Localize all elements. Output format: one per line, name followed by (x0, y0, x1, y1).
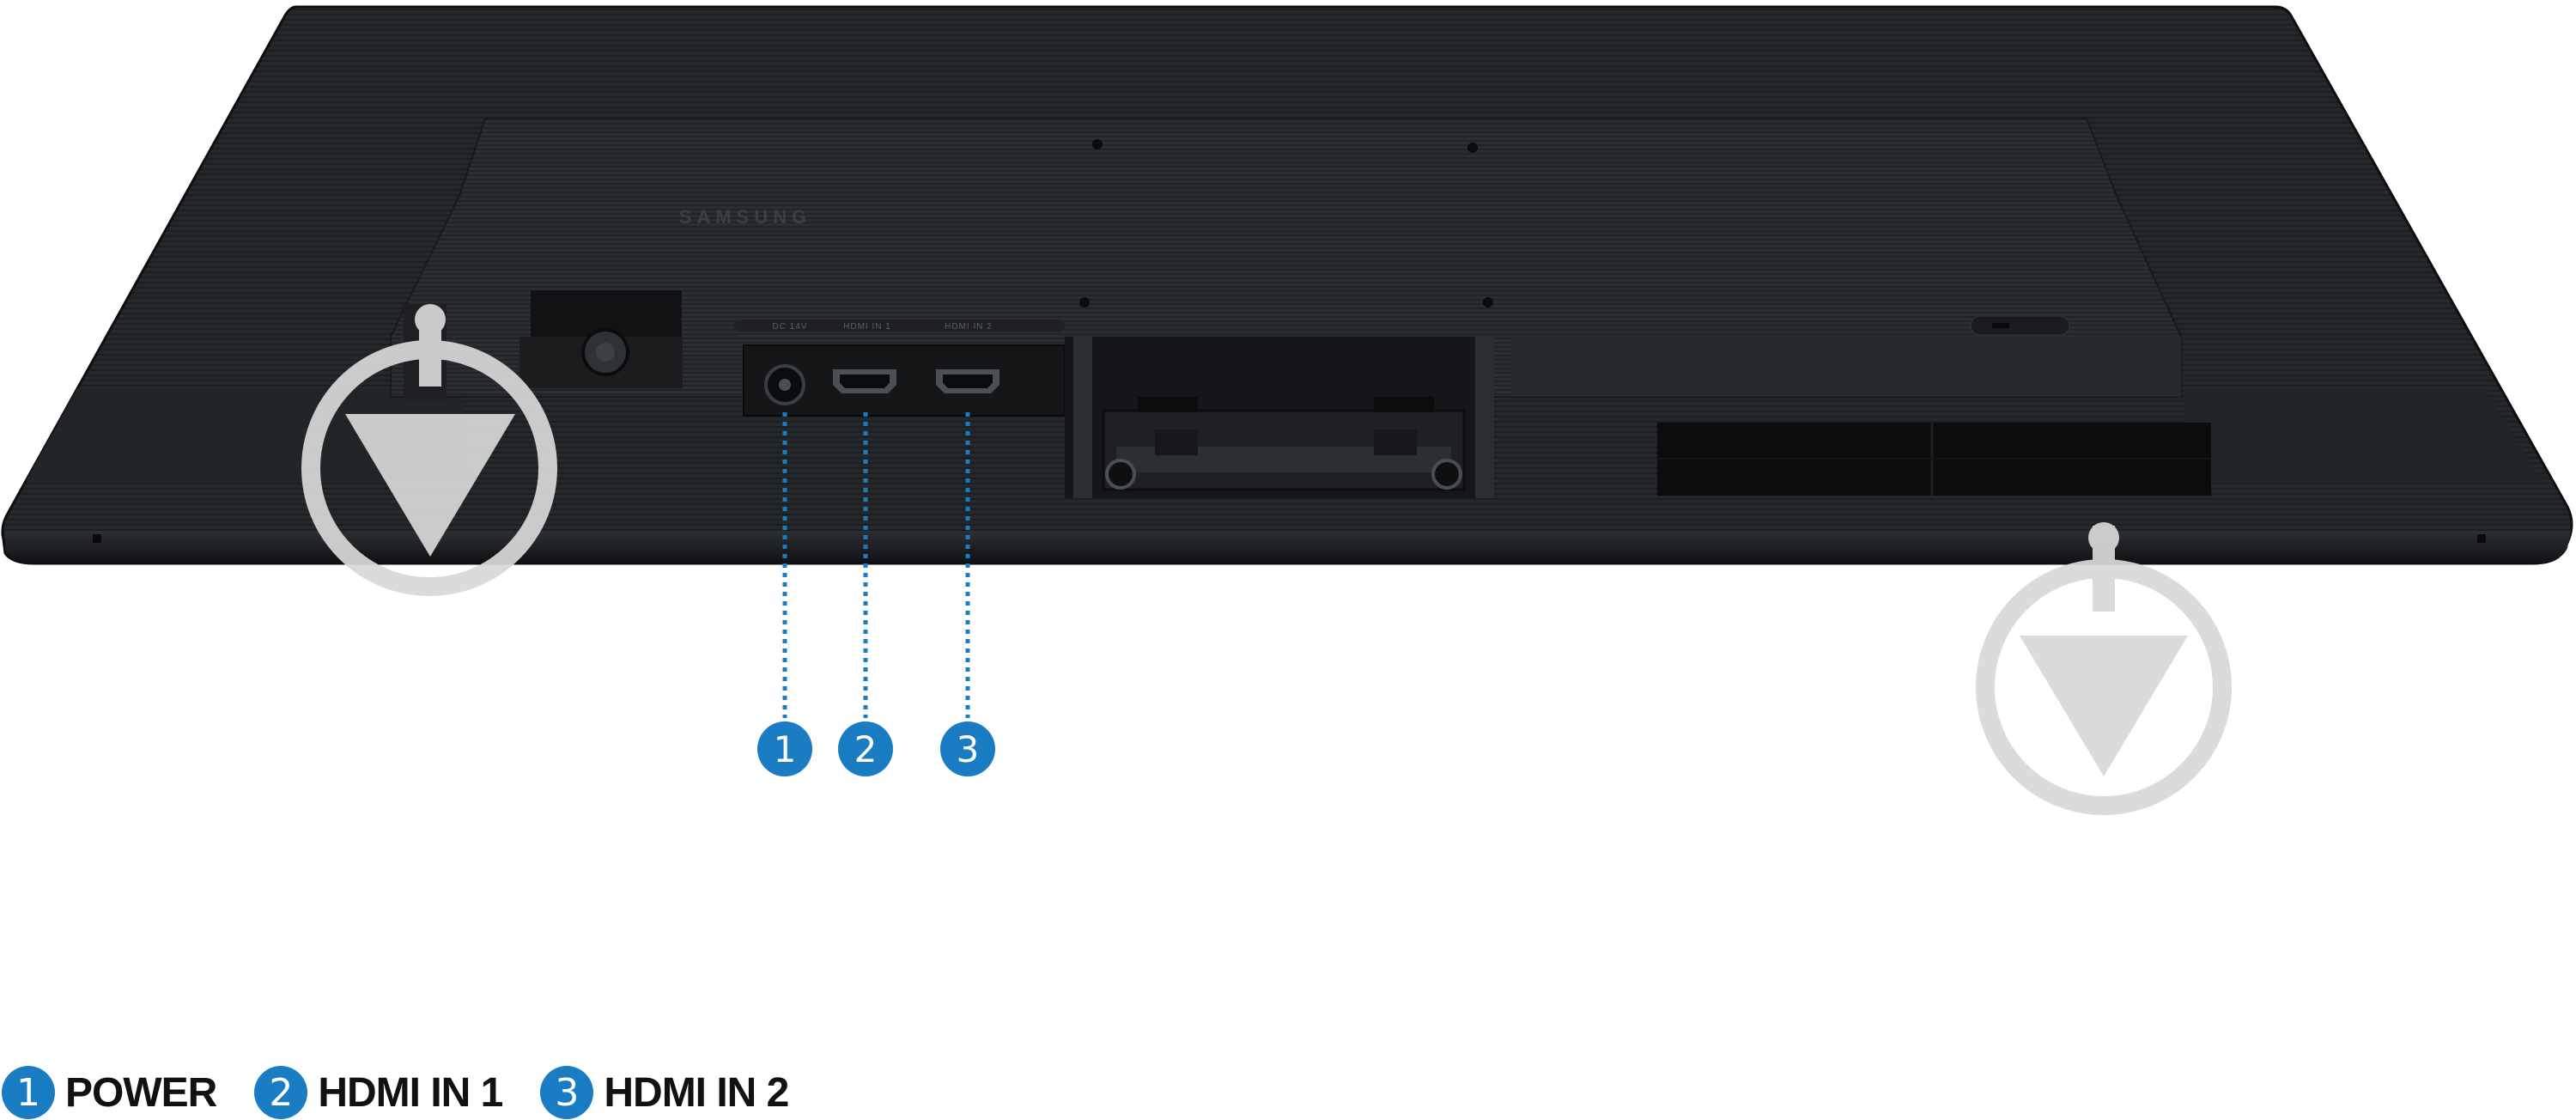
legend-item-hdmi-2: 3 HDMI IN 2 (540, 1066, 789, 1119)
port-legend: 1 POWER 2 HDMI IN 1 3 HDMI IN 2 (0, 1062, 826, 1120)
port-label-hdmi-1: HDMI IN 1 (843, 322, 891, 332)
legend-label-power: POWER (65, 1069, 217, 1116)
port-panel (743, 344, 1066, 417)
callout-number-3: 3 (957, 728, 980, 770)
legend-label-hdmi-2: HDMI IN 2 (604, 1069, 789, 1116)
samsung-logo: SAMSUNG (679, 206, 811, 228)
legend-badge-2: 2 (254, 1066, 308, 1119)
legend-item-hdmi-1: 2 HDMI IN 1 (254, 1066, 503, 1119)
legend-label-hdmi-1: HDMI IN 1 (318, 1069, 503, 1116)
vent-panel (1657, 423, 2211, 496)
hdmi-port-2-icon (936, 369, 999, 393)
legend-badge-1: 1 (2, 1066, 55, 1119)
port-label-hdmi-2: HDMI IN 2 (945, 322, 993, 332)
legend-badge-3: 3 (540, 1066, 594, 1119)
legend-item-power: 1 POWER (2, 1066, 217, 1119)
power-port-icon (764, 364, 805, 405)
callout-marker-2: 2 (838, 721, 893, 776)
callout-number-1: 1 (774, 728, 797, 770)
callout-number-2: 2 (854, 728, 878, 770)
callout-marker-1: 1 (757, 721, 812, 776)
stand-install-arrow-left-icon (301, 304, 557, 596)
stand-mount-recess (1065, 337, 2181, 498)
callout-marker-3: 3 (940, 721, 995, 776)
port-label-strip: DC 14V HDMI IN 1 HDMI IN 2 (734, 320, 1065, 332)
callout-lines (782, 412, 970, 718)
hdmi-port-1-icon (833, 369, 896, 393)
port-label-dc: DC 14V (772, 322, 807, 332)
stand-install-arrow-right-icon (1976, 522, 2232, 815)
